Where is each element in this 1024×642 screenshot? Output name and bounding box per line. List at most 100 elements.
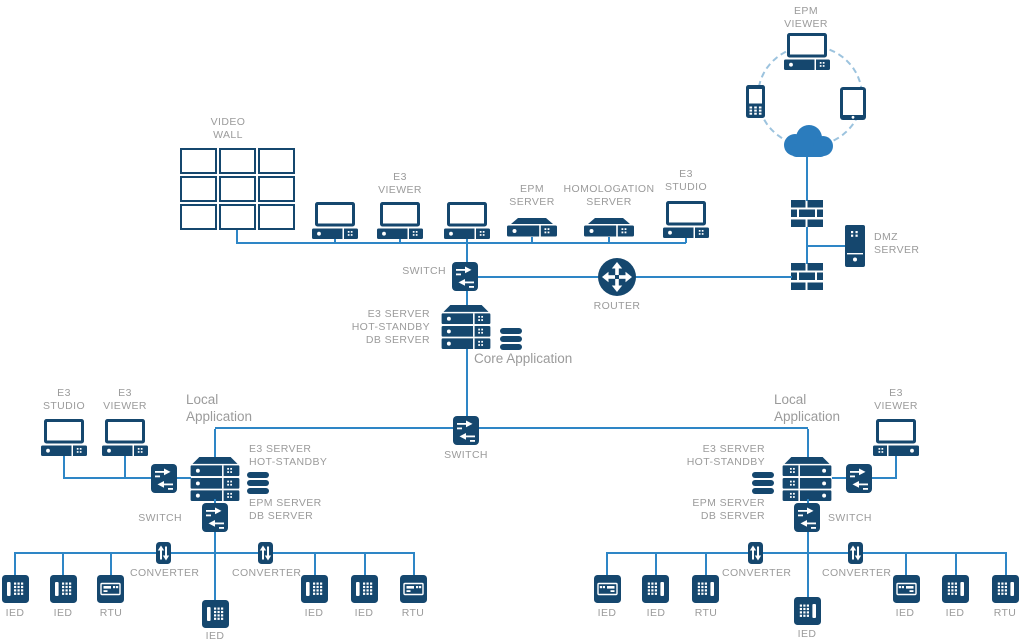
homologation-server-label: HOMOLOGATION SERVER — [563, 183, 655, 208]
core-switch-label: SWITCH — [444, 449, 488, 461]
connector — [606, 552, 1007, 554]
e3-server-label: E3 SERVER — [702, 443, 765, 455]
device-label: IED — [945, 607, 965, 619]
connector — [806, 157, 808, 201]
dmz-server-icon — [845, 225, 865, 267]
e3-viewer-label: E3 VIEWER — [378, 171, 422, 196]
connector — [1005, 552, 1007, 575]
switch-icon — [151, 464, 177, 493]
converter-label: CONVERTER — [232, 567, 302, 579]
e3-server-label: E3 SERVER — [249, 443, 312, 455]
database-icon — [247, 472, 269, 494]
workstation-icon — [312, 202, 358, 239]
connector — [364, 552, 366, 575]
hot-standby-label: HOT-STANDBY — [249, 456, 328, 469]
rtu-device-icon — [97, 575, 124, 603]
epm-server-label: EPM SERVER — [692, 497, 765, 509]
device-label: IED — [53, 607, 73, 619]
connector — [215, 427, 453, 429]
epm-viewer-label: EPM VIEWER — [784, 5, 828, 30]
connector — [807, 499, 809, 504]
video-wall-label: VIDEO WALL — [210, 116, 246, 141]
converter-label: CONVERTER — [722, 567, 792, 579]
firewall-icon — [791, 200, 823, 227]
device-label: IED — [895, 607, 915, 619]
rtu-device-icon — [893, 575, 920, 603]
epm-server-label: EPM SERVER — [509, 183, 555, 208]
connector — [14, 552, 16, 575]
converter-icon — [258, 542, 273, 564]
device-label: IED — [205, 630, 225, 642]
switch-label: SWITCH — [138, 512, 182, 524]
connector — [636, 276, 792, 278]
e3-studio-label: E3 STUDIO — [42, 387, 86, 412]
connector — [399, 239, 401, 243]
connector — [110, 552, 112, 575]
workstation-icon — [377, 202, 423, 239]
video-wall — [180, 148, 295, 230]
workstation-icon — [41, 419, 87, 456]
ied-device-icon — [692, 575, 719, 603]
workstation-icon — [102, 419, 148, 456]
video-wall-screen — [180, 204, 217, 230]
workstation-icon — [663, 201, 709, 238]
db-server-label: DB SERVER — [700, 510, 765, 523]
local-server-stack-icon — [190, 457, 240, 501]
homologation-server-icon — [584, 218, 634, 237]
connector — [685, 238, 687, 243]
connector — [705, 552, 707, 575]
connector — [807, 429, 809, 457]
database-icon — [500, 328, 522, 350]
connector — [872, 477, 897, 479]
device-label: IED — [597, 607, 617, 619]
ied-device-icon — [301, 575, 328, 603]
switch-label: SWITCH — [828, 512, 872, 524]
video-wall-screen — [258, 148, 295, 174]
connector — [236, 242, 686, 244]
local-db-labels: EPM SERVER DB SERVER — [660, 497, 765, 523]
connector — [606, 552, 608, 575]
switch-icon — [452, 262, 478, 291]
ied-device-icon — [351, 575, 378, 603]
connector — [63, 456, 65, 478]
device-label: IED — [304, 607, 324, 619]
video-wall-screen — [180, 176, 217, 202]
connector — [466, 349, 468, 416]
connector — [214, 552, 216, 600]
local-server-stack-icon — [782, 457, 832, 501]
device-label: IED — [646, 607, 666, 619]
local-server-labels: E3 SERVER HOT-STANDBY — [249, 443, 359, 469]
video-wall-screen — [258, 204, 295, 230]
connector — [124, 456, 126, 478]
device-label: IED — [354, 607, 374, 619]
ied-device-icon — [992, 575, 1019, 603]
connector — [832, 477, 846, 479]
epm-viewer-workstation-icon — [784, 33, 830, 70]
core-server-labels: E3 SERVER HOT-STANDBY DB SERVER — [328, 308, 430, 347]
local-application-caption: Local Application — [186, 392, 253, 424]
core-e3-server-label: E3 SERVER — [367, 308, 430, 320]
ied-device-icon — [794, 597, 821, 625]
router-label: ROUTER — [593, 300, 641, 312]
switch-icon — [202, 503, 228, 532]
e3-viewer-label: E3 VIEWER — [103, 387, 147, 412]
e3-viewer-label: E3 VIEWER — [874, 387, 918, 412]
connector — [807, 552, 809, 597]
firewall-icon — [791, 263, 823, 290]
hot-standby-label: HOT-STANDBY — [686, 456, 765, 469]
connector — [466, 291, 468, 305]
connector — [807, 532, 809, 553]
device-label: IED — [797, 628, 817, 640]
ied-device-icon — [50, 575, 77, 603]
connector — [955, 552, 957, 575]
connector — [63, 477, 152, 479]
local-server-labels: E3 SERVER HOT-STANDBY — [660, 443, 765, 469]
smartphone-icon — [746, 85, 765, 118]
converter-label: CONVERTER — [822, 567, 892, 579]
core-server-stack-icon — [441, 305, 491, 349]
connector — [655, 552, 657, 575]
local-db-labels: EPM SERVER DB SERVER — [249, 497, 359, 523]
video-wall-screen — [180, 148, 217, 174]
connector — [466, 239, 468, 262]
connector — [478, 276, 598, 278]
